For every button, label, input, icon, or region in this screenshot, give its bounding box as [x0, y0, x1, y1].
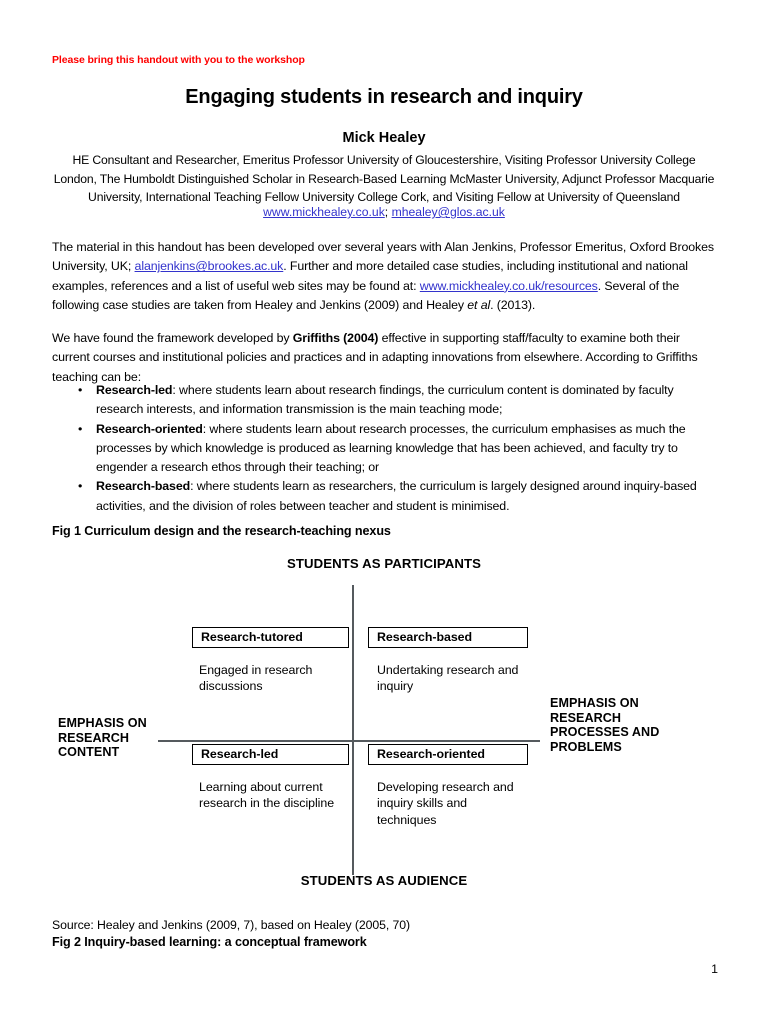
paragraph-framework: We have found the framework developed by… [52, 329, 718, 387]
material-text-3: . Several of the following case studies … [52, 278, 680, 313]
resources-website-link[interactable]: www.mickhealey.co.uk/resources [419, 278, 598, 293]
list-item: • Research-oriented: where students lear… [52, 420, 720, 478]
author-name: Mick Healey [342, 130, 426, 146]
list-item-text: : where students learn about research pr… [96, 421, 686, 475]
quadrant-description-research-tutored: Engaged in research discussions [199, 663, 313, 694]
diagram-vertical-axis [352, 585, 354, 875]
quadrant-description-research-based: Undertaking research and inquiry [377, 663, 519, 694]
list-item-term: Research-based [96, 479, 191, 494]
handout-notice: Please bring this handout with you to th… [52, 54, 305, 66]
figure1-source: Source: Healey and Jenkins (2009, 7), ba… [52, 918, 410, 932]
list-item-term: Research-led [96, 383, 173, 397]
quadrant-title-research-based: Research-based [368, 627, 528, 648]
griffiths-citation: Griffiths (2004) [292, 331, 379, 345]
diagram-bottom-axis-label: STUDENTS AS AUDIENCE [300, 873, 468, 888]
quadrant-description-research-led: Learning about current research in the d… [199, 780, 335, 811]
diagram-right-axis-label: EMPHASIS ON RESEARCH PROCESSES AND PROBL… [550, 696, 660, 754]
quadrant-title-research-oriented: Research-oriented [368, 744, 528, 765]
teaching-types-list: • Research-led: where students learn abo… [52, 381, 720, 516]
material-text-1: The material in this handout has been de… [52, 240, 714, 274]
list-item-term: Research-oriented [96, 421, 203, 436]
list-item-text: : where students learn as researchers, t… [96, 479, 697, 513]
framework-text-1: We have found the framework developed by [52, 331, 293, 345]
material-text-4: . (2013). [490, 298, 536, 313]
paragraph-material: The material in this handout has been de… [52, 238, 718, 316]
list-item: • Research-based: where students learn a… [52, 477, 720, 516]
page-title: Engaging students in research and inquir… [185, 86, 583, 108]
figure1-caption: Fig 1 Curriculum design and the research… [52, 524, 391, 538]
list-item-text: : where students learn about research fi… [96, 383, 674, 417]
author-affiliation: HE Consultant and Researcher, Emeritus P… [53, 153, 715, 205]
author-contact-line: www.mickhealey.co.uk; mhealey@glos.ac.uk [0, 205, 768, 219]
diagram-top-axis-label: STUDENTS AS PARTICIPANTS [286, 556, 482, 571]
diagram-horizontal-axis [158, 740, 540, 742]
material-et-al: et al [467, 298, 491, 313]
framework-text-2: effective in supporting staff/faculty to… [52, 331, 698, 384]
alan-jenkins-email-link[interactable]: alanjenkins@brookes.ac.uk [134, 259, 284, 274]
page-number: 1 [711, 962, 718, 976]
quadrant-description-research-oriented: Developing research and inquiry skills a… [377, 780, 514, 827]
bullet-icon: • [78, 479, 83, 494]
author-email-link[interactable]: mhealey@glos.ac.uk [391, 205, 505, 219]
list-item: • Research-led: where students learn abo… [52, 381, 720, 420]
contact-separator: ; [384, 205, 392, 219]
bullet-icon: • [78, 383, 83, 397]
quadrant-title-research-led: Research-led [192, 744, 349, 765]
bullet-icon: • [78, 421, 83, 436]
material-text-2: . Further and more detailed case studies… [52, 259, 688, 293]
figure1-quadrant-diagram: STUDENTS AS PARTICIPANTS STUDENTS AS AUD… [0, 548, 768, 893]
quadrant-title-research-tutored: Research-tutored [192, 627, 349, 648]
figure2-caption: Fig 2 Inquiry-based learning: a conceptu… [52, 935, 367, 949]
author-website-link[interactable]: www.mickhealey.co.uk [263, 205, 385, 219]
diagram-left-axis-label: EMPHASIS ON RESEARCH CONTENT [58, 716, 147, 760]
